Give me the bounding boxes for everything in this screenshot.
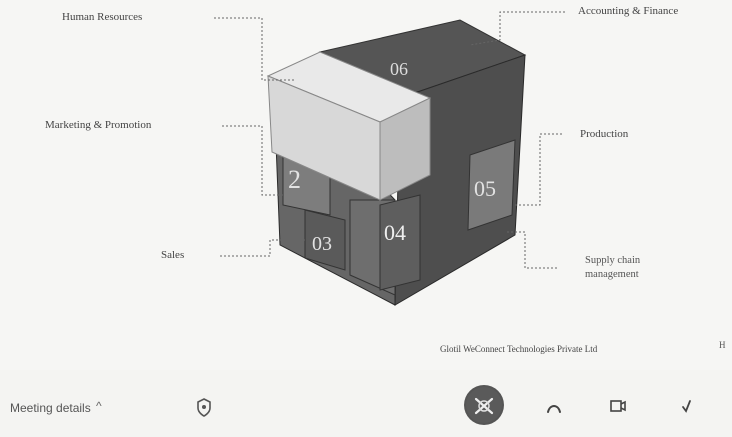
raise-hand-icon[interactable] xyxy=(546,401,562,419)
leader-supply xyxy=(505,232,557,268)
meeting-details-button[interactable]: Meeting details xyxy=(10,401,91,415)
label-human-resources: Human Resources xyxy=(62,11,142,23)
cube-number-03: 03 xyxy=(312,233,332,255)
chevron-up-icon[interactable]: ^ xyxy=(96,399,102,413)
label-accounting-finance: Accounting & Finance xyxy=(578,5,678,17)
cube-number-05: 05 xyxy=(474,176,496,201)
company-name: Glotil WeConnect Technologies Private Lt… xyxy=(440,344,597,354)
cut-off-text: H xyxy=(719,340,726,350)
presentation-slide: 06 2 03 04 05 Human Resources Accounting… xyxy=(0,0,732,370)
label-supply-chain: Supply chain management xyxy=(585,254,640,282)
end-call-icon xyxy=(464,385,504,425)
leader-production xyxy=(515,134,562,205)
label-supply-chain-line2: management xyxy=(585,268,640,282)
label-supply-chain-line1: Supply chain xyxy=(585,254,640,268)
end-call-button[interactable] xyxy=(464,385,504,425)
cube-number-02: 2 xyxy=(288,165,301,194)
more-icon[interactable] xyxy=(680,398,692,419)
label-production: Production xyxy=(580,128,628,140)
cube-number-04: 04 xyxy=(384,220,406,245)
cube-diagram: 06 2 03 04 05 xyxy=(0,0,732,370)
shield-icon[interactable] xyxy=(196,398,212,423)
present-icon[interactable] xyxy=(609,398,627,419)
label-sales: Sales xyxy=(161,249,184,261)
cube-number-06: 06 xyxy=(390,59,408,79)
label-marketing-promotion: Marketing & Promotion xyxy=(45,119,151,131)
